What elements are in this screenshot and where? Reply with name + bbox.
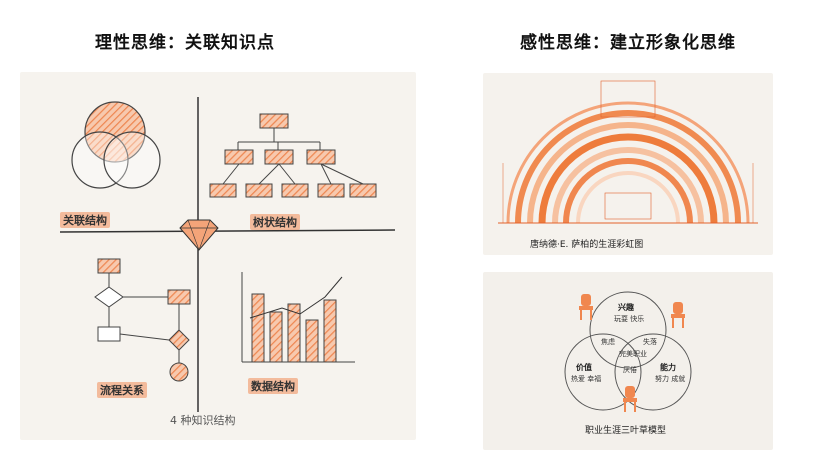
career-rainbow-photo <box>483 73 773 255</box>
overlap-anxiety: 焦虑 <box>601 337 615 346</box>
clover-figure-caption: 职业生涯三叶草模型 <box>585 426 667 436</box>
left-heading: 理性思维：关联知识点 <box>95 33 275 53</box>
value-sub: 热爱 幸福 <box>571 374 601 383</box>
career-rainbow-drawing <box>498 80 758 224</box>
association-structure-label: 关联结构 <box>60 212 110 228</box>
interest-title: 兴趣 <box>618 302 635 312</box>
chair-icon <box>623 386 637 412</box>
venn-diagram <box>71 101 161 189</box>
ability-title: 能力 <box>660 362 676 372</box>
overlap-loss: 失落 <box>643 337 657 346</box>
diamond-icon <box>179 219 219 251</box>
interest-sub: 玩耍 快乐 <box>614 314 644 323</box>
tree-diagram <box>209 113 377 198</box>
horizontal-divider <box>59 229 396 233</box>
clover-venn-drawing: 兴趣 玩耍 快乐 价值 热爱 幸福 能力 努力 成就 焦虑 失落 厌倦 完美职业 <box>564 291 692 412</box>
flow-relation-label: 流程关系 <box>97 382 147 398</box>
overlap-boredom: 厌倦 <box>623 365 637 374</box>
ability-sub: 努力 成就 <box>655 374 685 383</box>
bar-chart-drawing <box>241 272 355 363</box>
chair-icon <box>579 294 593 320</box>
flow-diagram <box>94 258 191 382</box>
overlap-center: 完美职业 <box>619 349 647 358</box>
right-heading: 感性思维：建立形象化思维 <box>520 33 736 53</box>
rainbow-figure-caption: 唐纳德·E. 萨柏的生涯彩虹图 <box>530 240 644 250</box>
chair-icon <box>671 302 685 328</box>
knowledge-structures-photo <box>20 72 416 440</box>
tree-structure-label: 树状结构 <box>250 214 300 230</box>
data-structure-label: 数据结构 <box>248 378 298 394</box>
left-figure-caption: 4 种知识结构 <box>170 414 236 427</box>
career-clover-photo: 兴趣 玩耍 快乐 价值 热爱 幸福 能力 努力 成就 焦虑 失落 厌倦 完美职业 <box>483 272 773 450</box>
value-title: 价值 <box>576 362 592 372</box>
knowledge-structures-drawing <box>59 97 396 412</box>
